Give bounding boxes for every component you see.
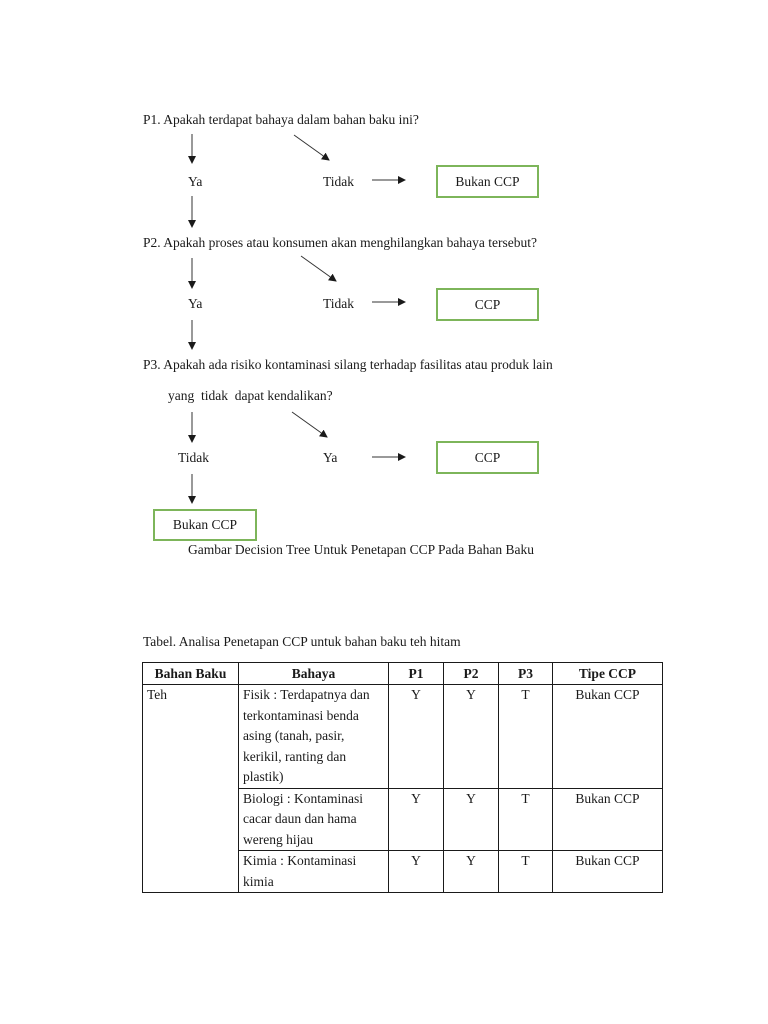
question-p3-line1: P3. Apakah ada risiko kontaminasi silang… (143, 357, 553, 372)
q3-outcome-box: CCP (436, 441, 539, 474)
table-row: Kimia : Kontaminasi kimia Y Y T Bukan CC… (143, 850, 663, 893)
cell-p1: Y (388, 684, 444, 789)
table-row: Biologi : Kontaminasi cacar daun dan ham… (143, 787, 663, 851)
question-p1: P1. Apakah terdapat bahaya dalam bahan b… (143, 112, 419, 127)
cell-p1: Y (388, 787, 444, 851)
arrow-q1-tidak (293, 134, 330, 161)
arrow-q2-tidak (300, 255, 337, 282)
header-p1: P1 (388, 662, 444, 685)
cell-p3: T (498, 850, 553, 893)
cell-tipe-ccp: Bukan CCP (552, 684, 663, 789)
q2-outcome-box: CCP (436, 288, 539, 321)
final-outcome-box: Bukan CCP (153, 509, 257, 541)
table-caption: Tabel. Analisa Penetapan CCP untuk bahan… (143, 634, 461, 649)
cell-p1: Y (388, 850, 444, 893)
cell-bahaya: Biologi : Kontaminasi cacar daun dan ham… (238, 787, 389, 851)
cell-p2: Y (443, 850, 499, 893)
diagram-caption: Gambar Decision Tree Untuk Penetapan CCP… (188, 542, 534, 557)
cell-tipe-ccp: Bukan CCP (552, 850, 663, 893)
arrow-q3-ya (291, 411, 328, 438)
cell-bahaya: Kimia : Kontaminasi kimia (238, 850, 389, 893)
question-p2: P2. Apakah proses atau konsumen akan men… (143, 235, 538, 250)
q3-tidak-label: Tidak (178, 450, 210, 465)
cell-bahaya: Fisik : Terdapatnya dan terkontaminasi b… (238, 684, 389, 789)
cell-bahan-baku: Teh (142, 684, 239, 893)
q2-ya-label: Ya (188, 296, 203, 311)
q1-ya-label: Ya (188, 174, 203, 189)
ccp-analysis-table: Bahan Baku Bahaya P1 P2 P3 Tipe CCP Teh … (142, 662, 663, 893)
q2-tidak-label: Tidak (323, 296, 355, 311)
cell-p3: T (498, 684, 553, 789)
header-tipe-ccp: Tipe CCP (552, 662, 663, 685)
q1-tidak-label: Tidak (323, 174, 355, 189)
q1-outcome-box: Bukan CCP (436, 165, 539, 198)
q3-ya-label: Ya (323, 450, 338, 465)
cell-tipe-ccp: Bukan CCP (552, 787, 663, 851)
question-p3-line2: yang tidak dapat kendalikan? (168, 388, 333, 403)
header-bahaya: Bahaya (238, 662, 389, 685)
cell-p3: T (498, 787, 553, 851)
cell-p2: Y (443, 787, 499, 851)
header-p2: P2 (443, 662, 499, 685)
header-p3: P3 (498, 662, 553, 685)
header-bahan-baku: Bahan Baku (142, 662, 239, 685)
table-row: Teh Fisik : Terdapatnya dan terkontamina… (142, 684, 663, 893)
table-header-row: Bahan Baku Bahaya P1 P2 P3 Tipe CCP (142, 662, 663, 685)
cell-p2: Y (443, 684, 499, 789)
